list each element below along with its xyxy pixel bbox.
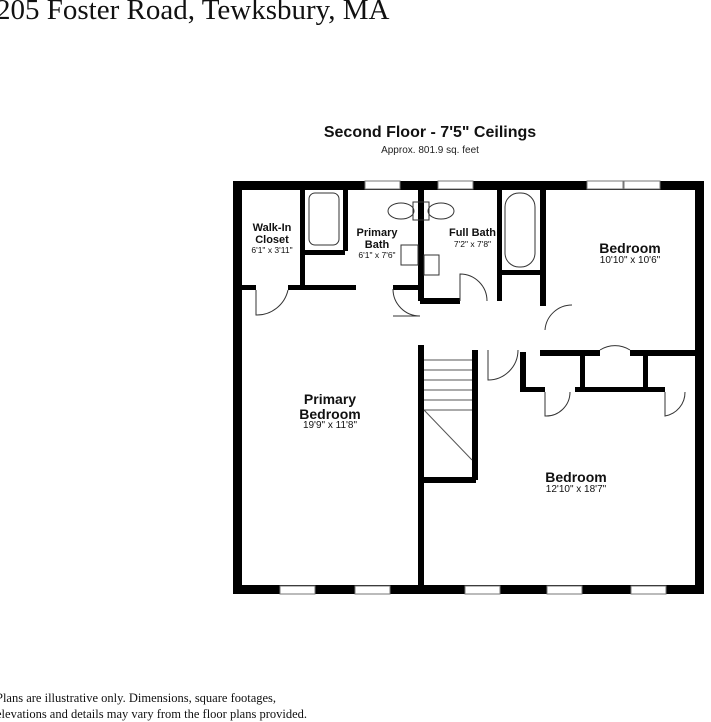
- fixtures: [255, 192, 686, 417]
- windows: [279, 180, 667, 595]
- room-full-bath: Full Bath 7'2" x 7'8": [445, 227, 500, 249]
- room-primary-bath: Primary Bath 6'1" x 7'6": [348, 227, 406, 261]
- room-name: Bedroom: [545, 469, 607, 485]
- room-dims: 7'2" x 7'8": [453, 238, 492, 249]
- property-address: 205 Foster Road, Tewksbury, MA: [0, 0, 390, 26]
- room-name: Primary Bath: [356, 227, 398, 251]
- floor-area: Approx. 801.9 sq. feet: [381, 145, 479, 156]
- room-walk-in-closet: Walk-In Closet 6'1" x 3'11": [243, 222, 301, 256]
- room-name: Walk-In Closet: [252, 222, 292, 246]
- room-name: Full Bath: [448, 227, 497, 239]
- room-name: Bedroom: [599, 240, 661, 256]
- room-dims: 12'10" x 18'7": [545, 483, 607, 495]
- room-primary-bedroom: Primary Bedroom 19'9" x 11'8": [260, 392, 400, 432]
- room-name: Primary Bedroom: [299, 391, 361, 422]
- room-dims: 10'10" x 10'6": [599, 254, 661, 266]
- room-bedroom-2: Bedroom 12'10" x 18'7": [506, 470, 646, 495]
- room-dims: 6'1" x 3'11": [251, 245, 293, 256]
- disclaimer-line: elevations and details may vary from the…: [0, 707, 308, 721]
- room-dims: 6'1" x 7'6": [358, 250, 396, 261]
- room-bedroom-1: Bedroom 10'10" x 10'6": [560, 241, 700, 266]
- floor-title: Second Floor - 7'5" Ceilings: [323, 124, 537, 141]
- disclaimer-line: Plans are illustrative only. Dimensions,…: [0, 691, 277, 705]
- room-dims: 19'9" x 11'8": [302, 420, 358, 432]
- stairs: [423, 359, 473, 461]
- disclaimer: Plans are illustrative only. Dimensions,…: [0, 690, 307, 722]
